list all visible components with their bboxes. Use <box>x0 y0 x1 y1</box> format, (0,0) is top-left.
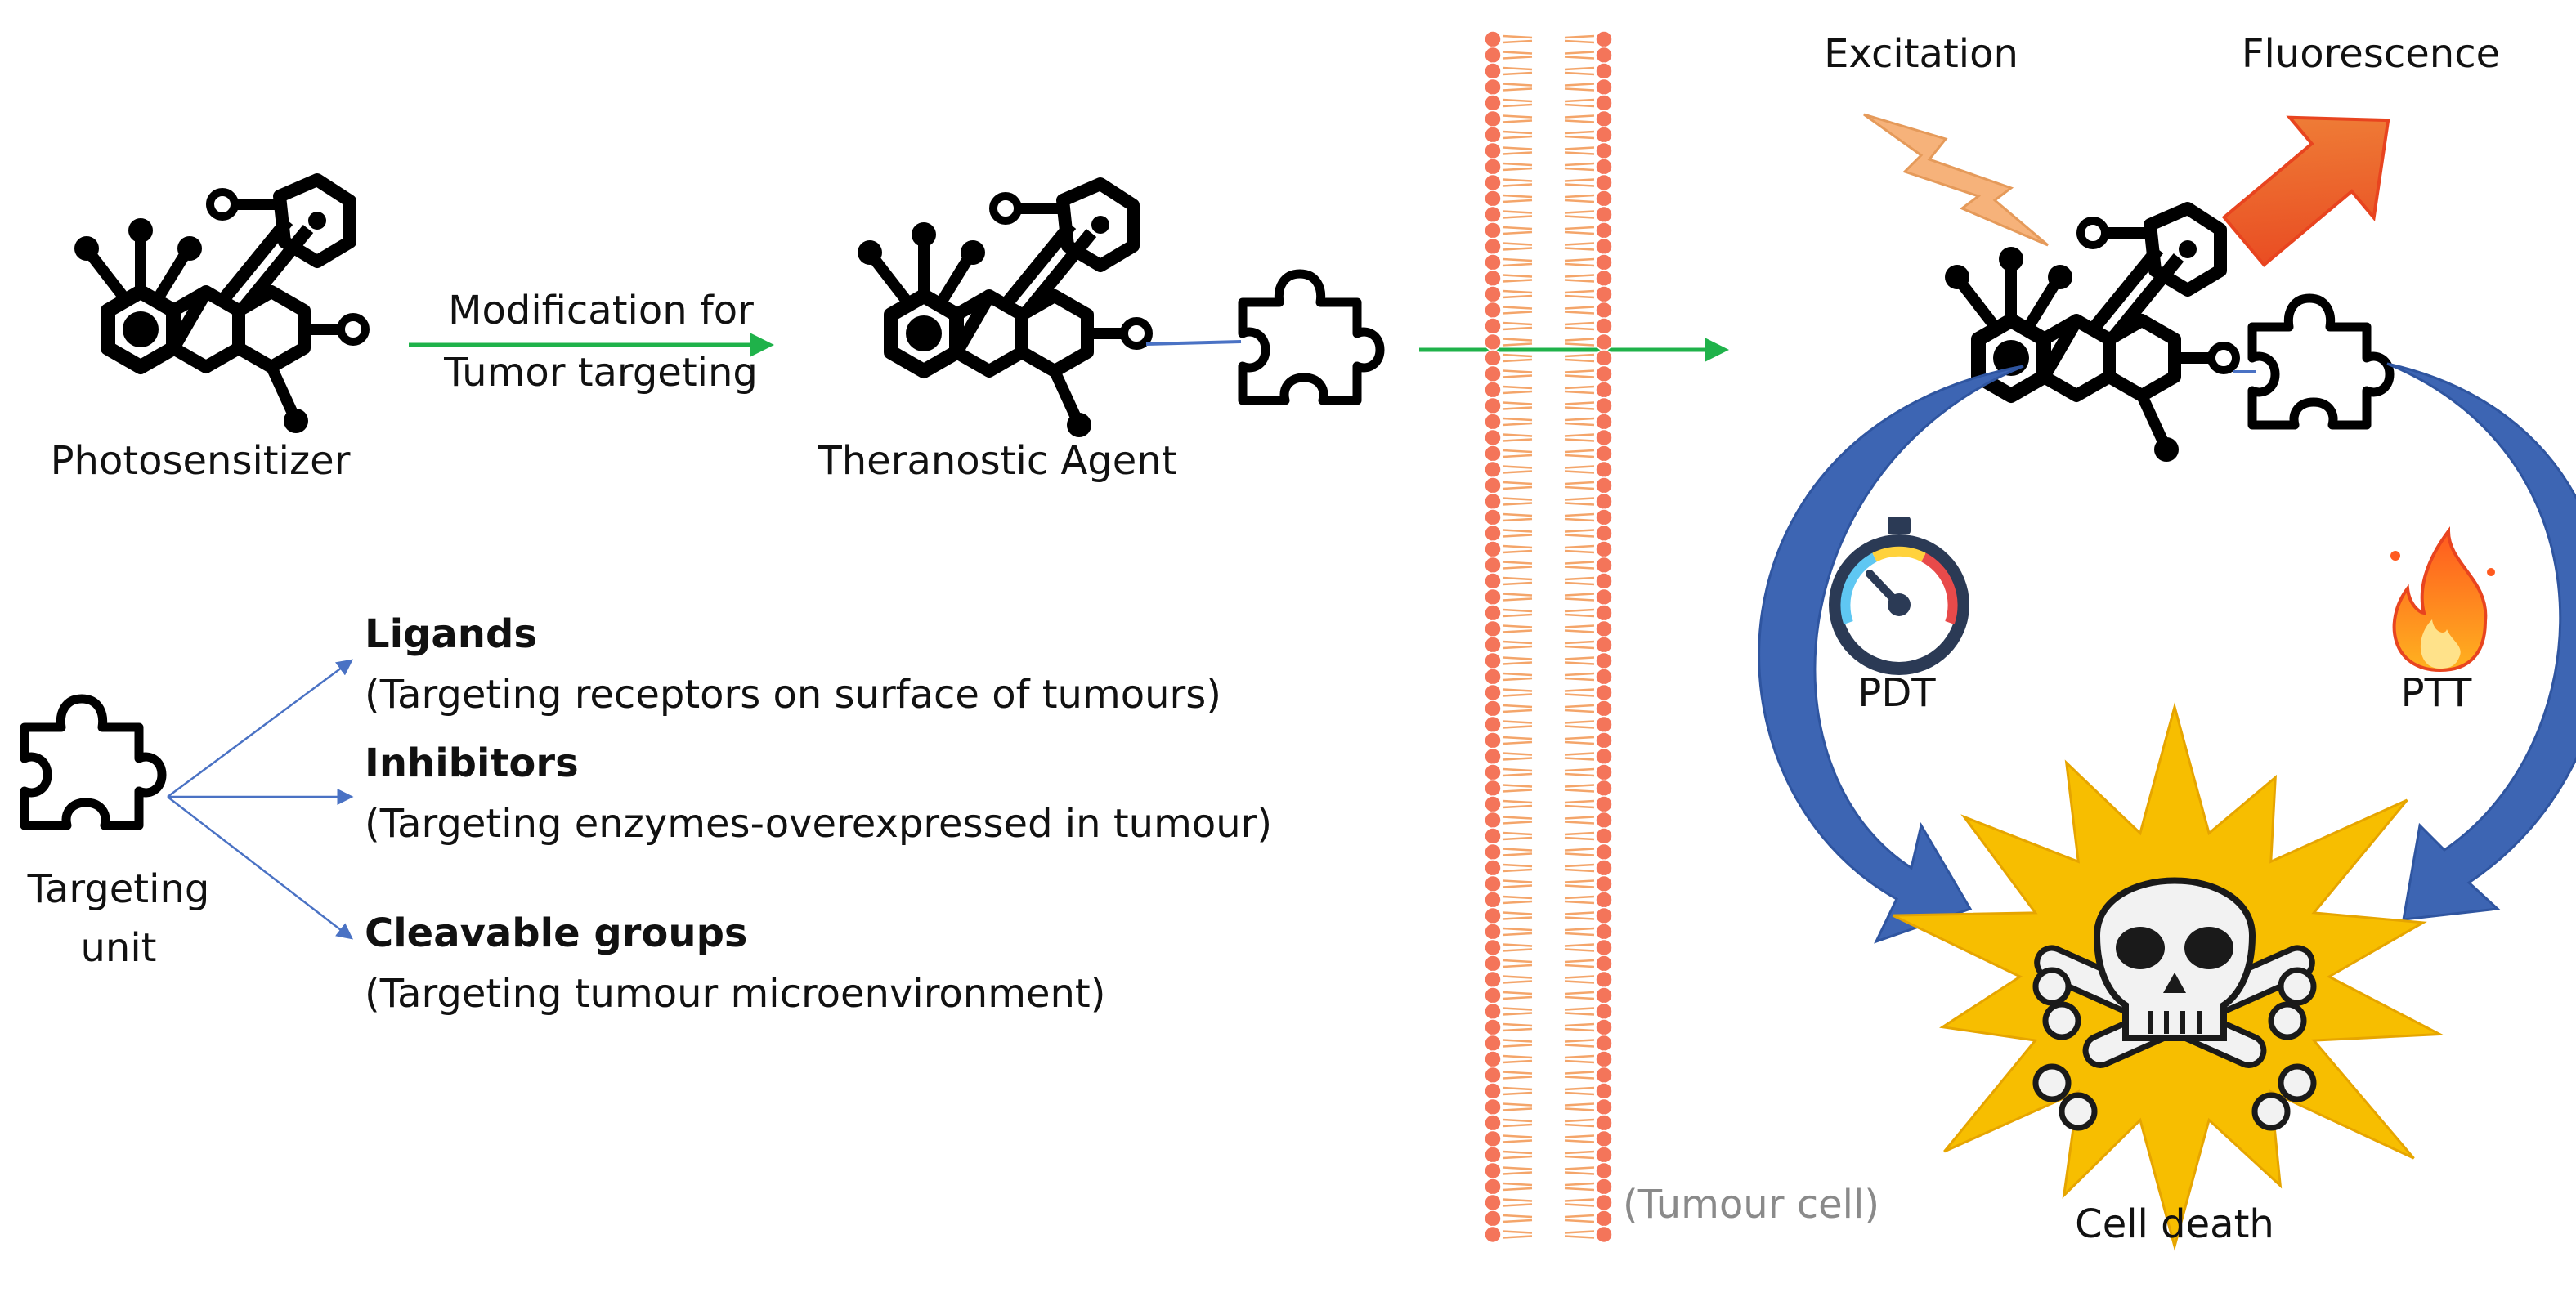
targeting-unit-label-line1: Targeting <box>27 866 210 912</box>
cell-membrane <box>1484 30 1613 1244</box>
cleavable-groups-description: (Targeting tumour microenvironment) <box>365 971 1106 1017</box>
linker-line <box>1145 340 1242 346</box>
ptt-curved-arrow <box>2386 362 2576 921</box>
excitation-label: Excitation <box>1824 31 2018 77</box>
targeting-unit-puzzle-icon <box>25 699 162 825</box>
targeting-branch-arrows <box>167 659 354 940</box>
cleavable-groups-title: Cleavable groups <box>365 910 748 956</box>
targeting-unit-label-line2: unit <box>80 925 157 971</box>
excitation-lightning-icon <box>1863 113 2049 247</box>
inhibitors-title: Inhibitors <box>365 740 579 786</box>
ptt-label: PTT <box>2400 670 2472 716</box>
pdt-curved-arrow <box>1758 365 2024 944</box>
photosensitizer-label: Photosensitizer <box>50 438 351 484</box>
ligands-description: (Targeting receptors on surface of tumou… <box>365 672 1221 718</box>
fluorescence-label: Fluorescence <box>2241 31 2501 77</box>
thermometer-gauge-icon <box>1829 517 1969 675</box>
cell-death-label: Cell death <box>2075 1201 2274 1247</box>
ligands-title: Ligands <box>365 611 537 657</box>
activated-molecule-icon <box>1945 208 2236 462</box>
theranostic-agent-label: Theranostic Agent <box>818 438 1177 484</box>
flame-icon <box>2390 526 2495 673</box>
modification-label-line1: Modification for <box>448 288 754 333</box>
modification-label-line2: Tumor targeting <box>444 350 758 396</box>
theranostic-molecule-icon <box>858 184 1149 437</box>
photosensitizer-icon <box>74 180 365 433</box>
activated-puzzle-icon <box>2252 298 2390 425</box>
inhibitors-description: (Targeting enzymes-overexpressed in tumo… <box>365 801 1273 847</box>
theranostic-puzzle-icon <box>1243 274 1380 400</box>
tumour-cell-label: (Tumour cell) <box>1623 1182 1880 1228</box>
skull-crossbones-icon <box>2032 877 2317 1131</box>
pdt-label: PDT <box>1857 670 1936 716</box>
fluorescence-arrow-icon <box>2221 115 2390 267</box>
